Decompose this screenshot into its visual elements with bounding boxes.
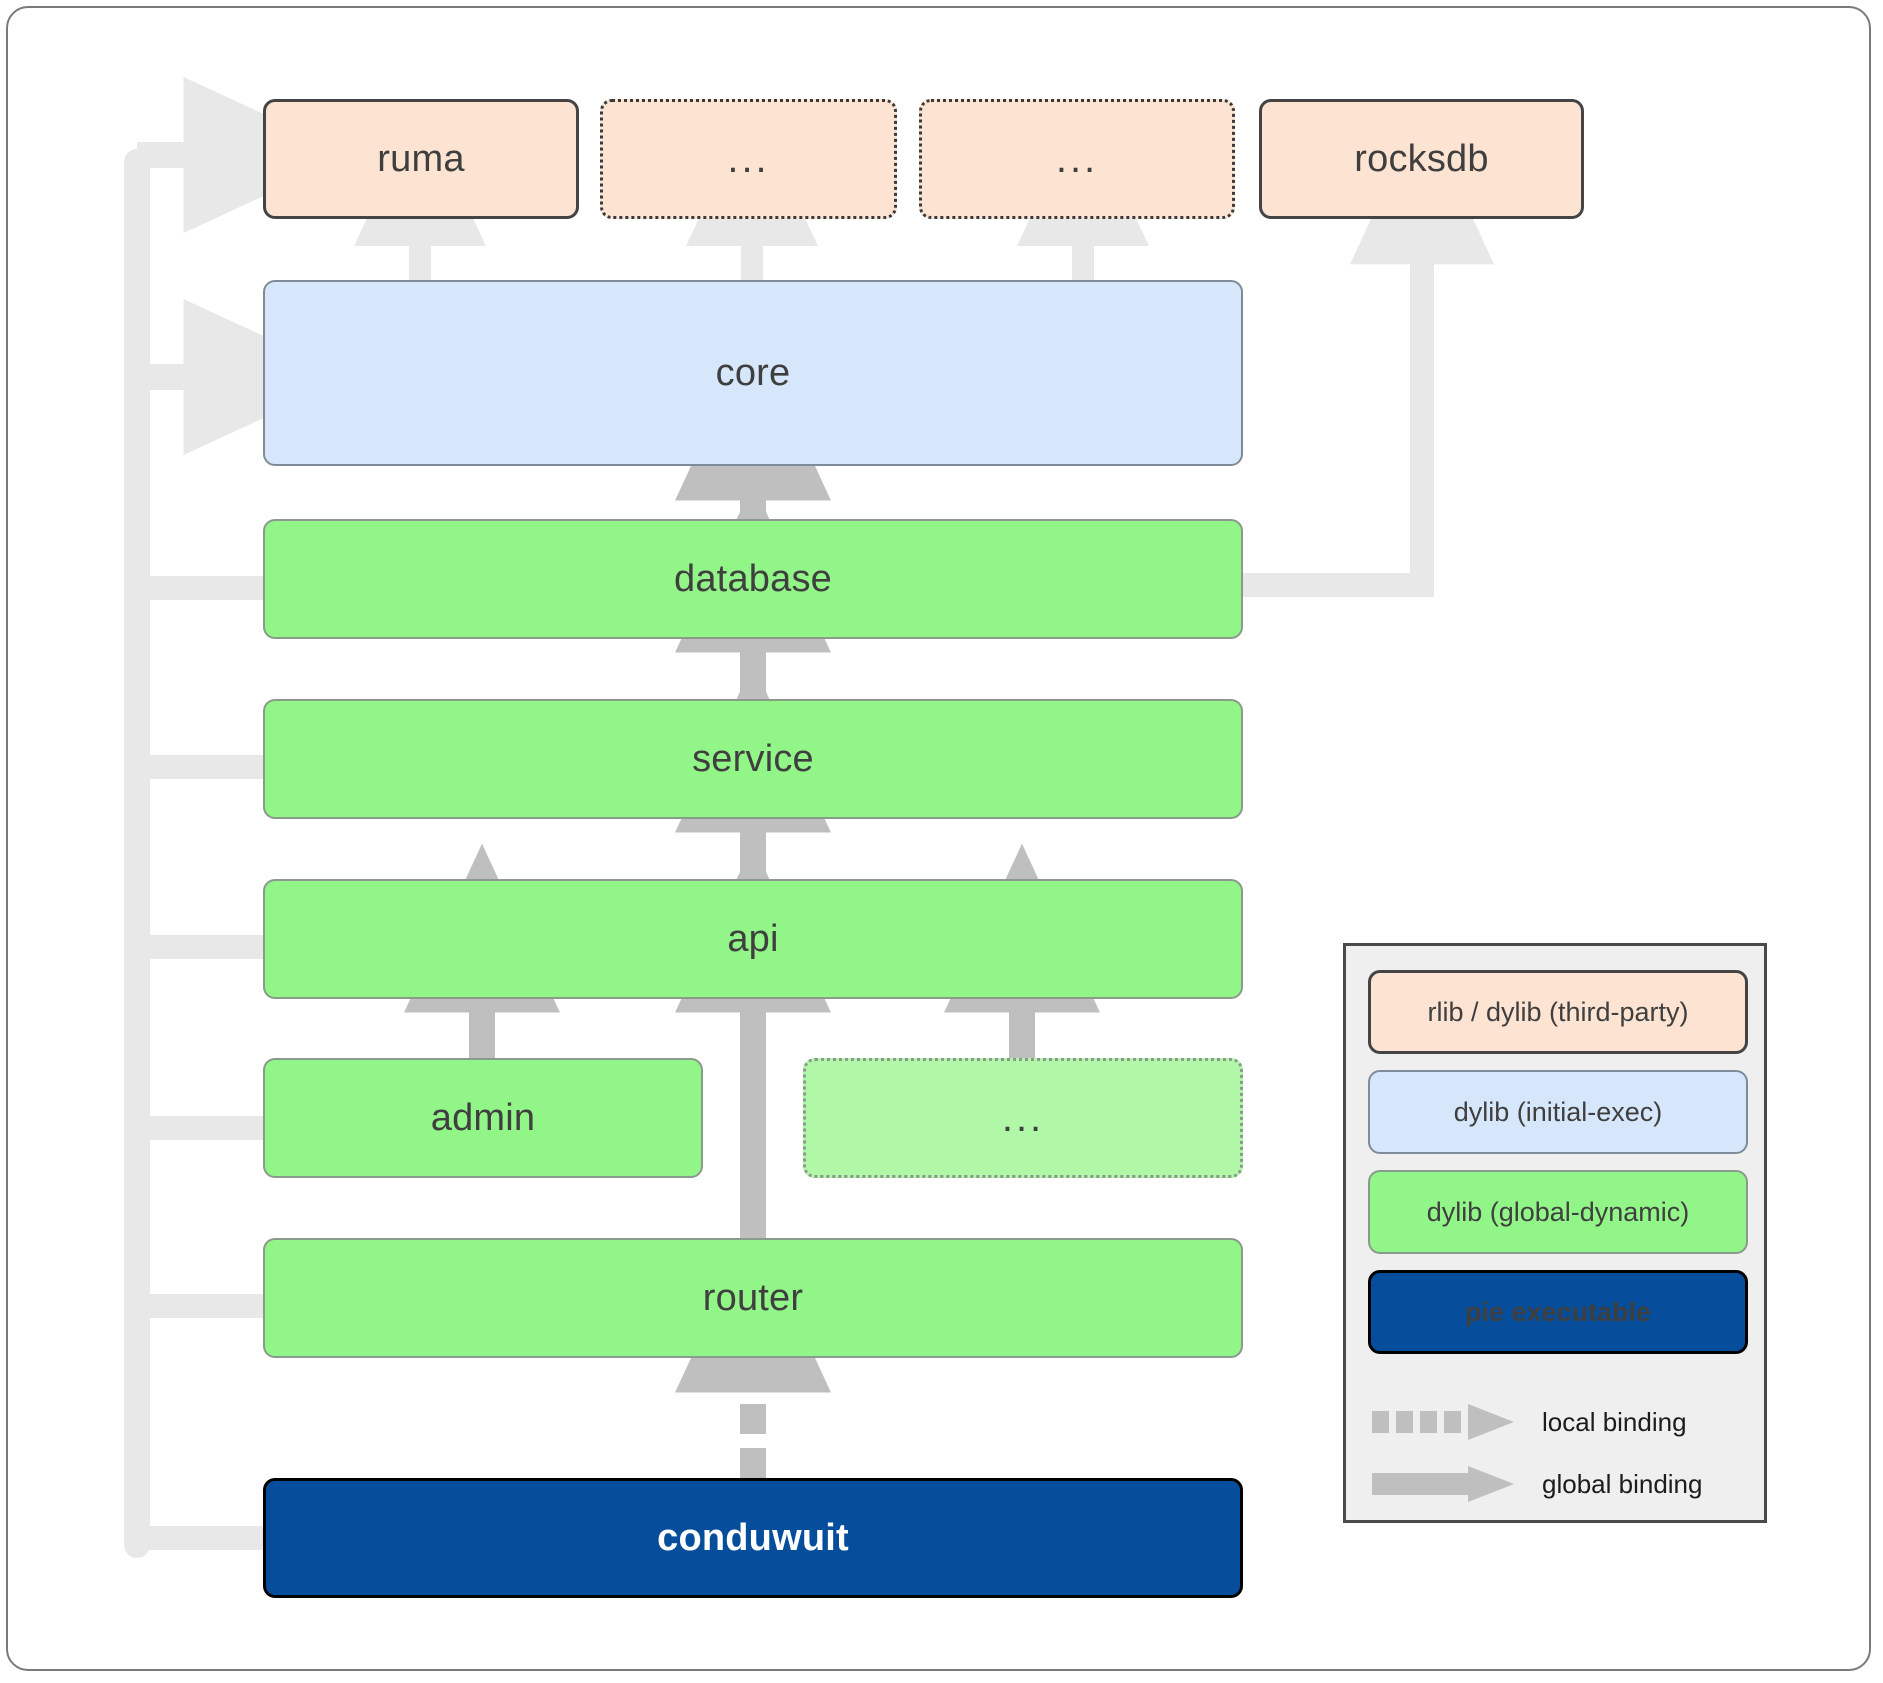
- node-label: router: [702, 1276, 804, 1319]
- node-label: ...: [1001, 1095, 1045, 1140]
- node-label: conduwuit: [657, 1516, 849, 1559]
- node-label: core: [715, 351, 791, 394]
- node-ruma[interactable]: ruma: [263, 99, 579, 219]
- legend-swatch-label: pie executable: [1464, 1296, 1652, 1327]
- legend-binding-label: local binding: [1542, 1406, 1687, 1437]
- node-core[interactable]: core: [263, 280, 1243, 466]
- legend-swatch-initial-exec: dylib (initial-exec): [1368, 1070, 1748, 1154]
- legend-row-global-binding: global binding: [1368, 1458, 1754, 1510]
- node-admin[interactable]: admin: [263, 1058, 703, 1178]
- node-label: database: [674, 557, 832, 600]
- node-ellipsis-globaldynamic[interactable]: ...: [803, 1058, 1243, 1178]
- legend-swatch-third-party: rlib / dylib (third-party): [1368, 970, 1748, 1054]
- node-label: ruma: [377, 137, 465, 180]
- legend-panel: rlib / dylib (third-party) dylib (initia…: [1343, 943, 1767, 1523]
- legend-swatch-pie-executable: pie executable: [1368, 1270, 1748, 1354]
- legend-swatch-label: dylib (initial-exec): [1453, 1096, 1663, 1127]
- legend-swatch-label: dylib (global-dynamic): [1426, 1196, 1690, 1227]
- legend-swatch-label: rlib / dylib (third-party): [1427, 996, 1689, 1027]
- global-binding-arrow-icon: [1372, 1466, 1514, 1502]
- node-label: ...: [727, 136, 770, 181]
- node-api[interactable]: api: [263, 879, 1243, 999]
- node-ellipsis-thirdparty-1[interactable]: ...: [600, 99, 897, 219]
- node-label: admin: [430, 1096, 536, 1139]
- local-binding-arrow-icon: [1372, 1404, 1514, 1440]
- node-label: service: [692, 737, 814, 780]
- node-label: rocksdb: [1354, 137, 1489, 180]
- legend-swatch-global-dynamic: dylib (global-dynamic): [1368, 1170, 1748, 1254]
- node-conduwuit[interactable]: conduwuit: [263, 1478, 1243, 1598]
- node-service[interactable]: service: [263, 699, 1243, 819]
- node-label: api: [727, 917, 779, 960]
- node-router[interactable]: router: [263, 1238, 1243, 1358]
- node-rocksdb[interactable]: rocksdb: [1259, 99, 1584, 219]
- node-ellipsis-thirdparty-2[interactable]: ...: [919, 99, 1235, 219]
- legend-row-local-binding: local binding: [1368, 1396, 1754, 1448]
- node-database[interactable]: database: [263, 519, 1243, 639]
- node-label: ...: [1055, 136, 1099, 181]
- legend-binding-label: global binding: [1542, 1468, 1703, 1499]
